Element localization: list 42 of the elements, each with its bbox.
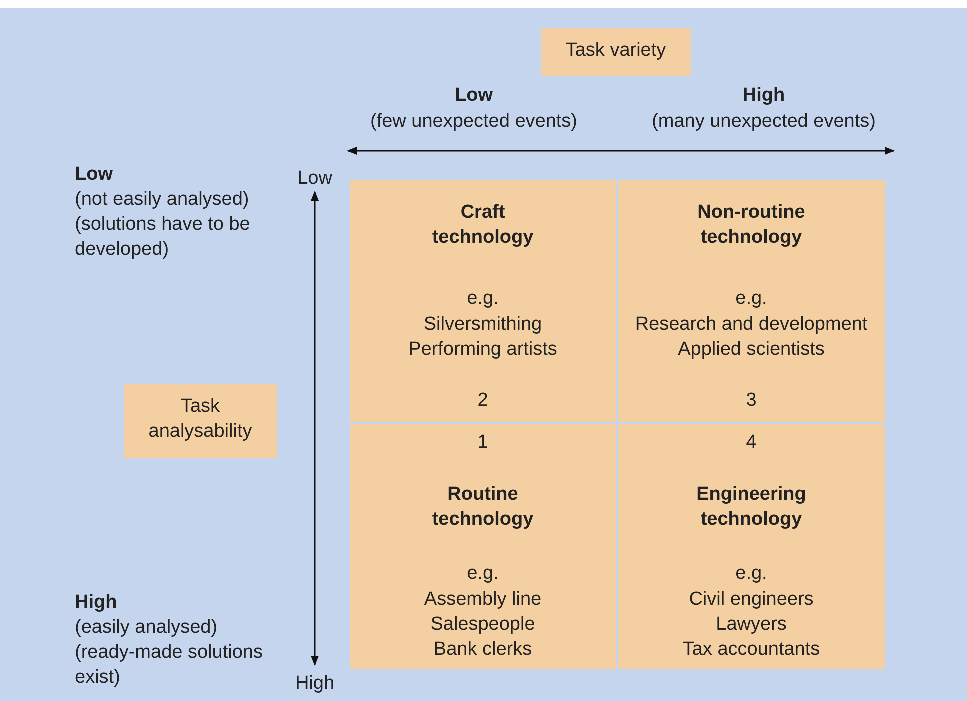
example-prefix: e.g. <box>466 287 500 311</box>
row-note: (not easily analysed) <box>75 188 250 212</box>
example-item: Tax accountants <box>682 638 822 662</box>
column-heading: High <box>742 84 786 108</box>
axis-title-box <box>124 384 277 458</box>
example-prefix: e.g. <box>734 562 768 586</box>
quadrant-number: 1 <box>476 431 490 455</box>
axis-title: Task analysability <box>148 395 254 444</box>
example-item: Salespeople <box>430 613 536 637</box>
example-item: Research and development <box>634 313 869 337</box>
row-note: (easily analysed) <box>75 616 218 640</box>
quadrant-number: 3 <box>745 389 758 413</box>
axis-end-label: Low <box>298 167 332 191</box>
quadrant-number: 4 <box>745 431 758 455</box>
column-note: (many unexpected events) <box>652 110 876 134</box>
example-item: Civil engineers <box>688 588 815 612</box>
example-item: Silversmithing <box>422 313 544 337</box>
quadrant-box <box>618 424 885 669</box>
axis-end-label: High <box>295 672 335 696</box>
quadrant-heading: Routine technology <box>431 483 535 532</box>
example-item: Performing artists <box>408 338 558 362</box>
quadrant-heading: Craft technology <box>431 201 535 250</box>
example-prefix: e.g. <box>734 287 768 311</box>
quadrant-box <box>350 424 616 669</box>
quadrant-heading: Engineering technology <box>696 483 808 532</box>
example-item: Assembly line <box>423 588 543 612</box>
example-item: Applied scientists <box>677 338 826 362</box>
row-note: (ready-made solutions exist) <box>75 641 264 690</box>
quadrant-box <box>350 180 616 422</box>
quadrant-box <box>618 180 885 422</box>
axis-title: Task variety <box>564 39 668 63</box>
row-heading: High <box>75 591 118 615</box>
column-heading: Low <box>455 84 493 108</box>
example-item: Bank clerks <box>432 638 534 662</box>
row-heading: Low <box>75 163 113 187</box>
column-note: (few unexpected events) <box>370 110 578 134</box>
example-item: Lawyers <box>715 613 788 637</box>
row-note: (solutions have to be developed) <box>75 213 252 262</box>
quadrant-heading: Non-routine technology <box>696 201 806 250</box>
quadrant-number: 2 <box>476 389 490 413</box>
example-prefix: e.g. <box>466 562 500 586</box>
axis-title-box <box>541 28 691 76</box>
